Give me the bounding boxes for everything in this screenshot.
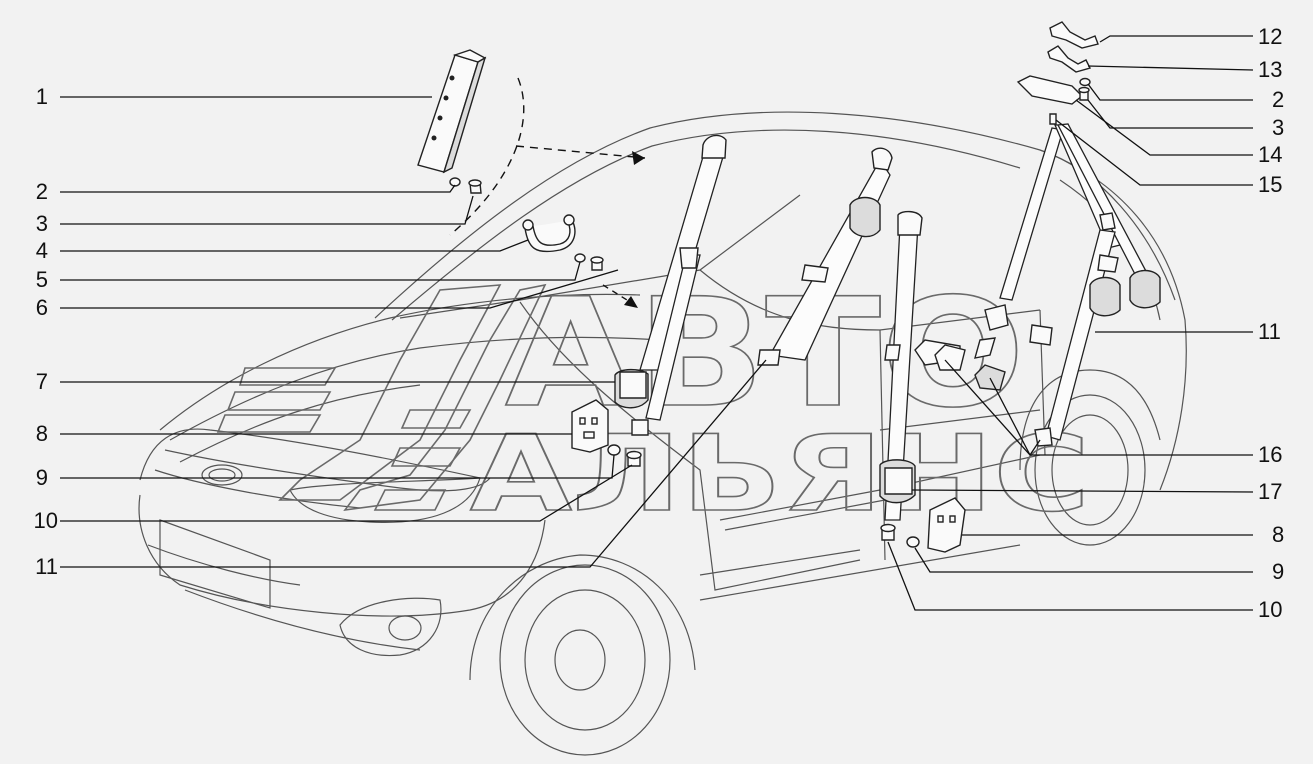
part-4-bracket	[522, 214, 576, 253]
arrow-head-icon	[632, 151, 645, 165]
callouts-left: 1 2 3 4 5 6 7 8 9 10 11	[34, 84, 58, 579]
callout-right-10: 10	[1258, 597, 1282, 622]
part-14-guide	[1016, 75, 1084, 105]
callout-right-11: 11	[1258, 319, 1281, 344]
part-11-center-belt	[757, 147, 893, 366]
part-2-washer-left	[449, 177, 461, 187]
callout-left-1: 1	[36, 84, 48, 109]
callout-right-8: 8	[1272, 522, 1284, 547]
callout-right-17: 17	[1258, 479, 1282, 504]
part-8-plate-left	[571, 399, 609, 453]
callouts-right: 12 13 2 3 14 15 11 16 17 8 9 10	[1258, 24, 1284, 622]
leader-lines	[60, 35, 1254, 611]
callout-right-13: 13	[1258, 57, 1282, 82]
callout-right-15: 15	[1258, 172, 1282, 197]
callout-left-9: 9	[36, 465, 48, 490]
watermark-line2: АЛЬЯНС	[470, 413, 1090, 535]
callout-right-14: 14	[1258, 142, 1282, 167]
callout-left-10: 10	[34, 508, 58, 533]
callout-left-5: 5	[36, 267, 48, 292]
callout-left-8: 8	[36, 421, 48, 446]
callout-right-9: 9	[1272, 559, 1284, 584]
part-9-washer-right	[906, 536, 920, 548]
part-1-rail	[417, 49, 487, 174]
callout-right-16: 16	[1258, 442, 1282, 467]
arrow-head-icon-2	[624, 296, 638, 308]
part-7-front-belt	[614, 134, 727, 436]
part-17-pillar-belt	[879, 210, 923, 521]
part-2-washer-right	[1079, 77, 1091, 87]
rear-belts	[984, 123, 1161, 447]
emblem-icon	[201, 464, 243, 486]
front-wheel	[499, 564, 671, 756]
callout-right-2: 2	[1272, 87, 1284, 112]
detail-arrow-1	[515, 145, 646, 159]
car-body-outline	[138, 111, 1187, 756]
part-13-bracket	[1047, 45, 1092, 73]
callout-left-2: 2	[36, 179, 48, 204]
callout-left-4: 4	[36, 238, 48, 263]
callout-left-3: 3	[36, 211, 48, 236]
part-9-washer-left	[607, 444, 621, 456]
part-12-bracket-top	[1049, 21, 1099, 49]
part-15-pin	[1049, 113, 1057, 125]
part-3-bolt-left	[468, 179, 482, 194]
part-8-plate-right	[927, 497, 966, 553]
detail-boundary-arc	[449, 77, 525, 236]
callout-right-3: 3	[1272, 115, 1284, 140]
callout-left-7: 7	[36, 369, 48, 394]
callout-left-11: 11	[35, 554, 58, 579]
part-10-bolt-left	[626, 450, 642, 467]
part-16-buckles	[914, 337, 1006, 391]
callout-left-6: 6	[36, 295, 48, 320]
callout-right-12: 12	[1258, 24, 1282, 49]
part-3-bolt-right	[1078, 86, 1090, 101]
rear-wheel	[1034, 394, 1146, 546]
part-5-bolt	[574, 253, 604, 271]
watermark-logo-icon	[216, 283, 547, 512]
part-10-bolt-right	[880, 523, 896, 541]
